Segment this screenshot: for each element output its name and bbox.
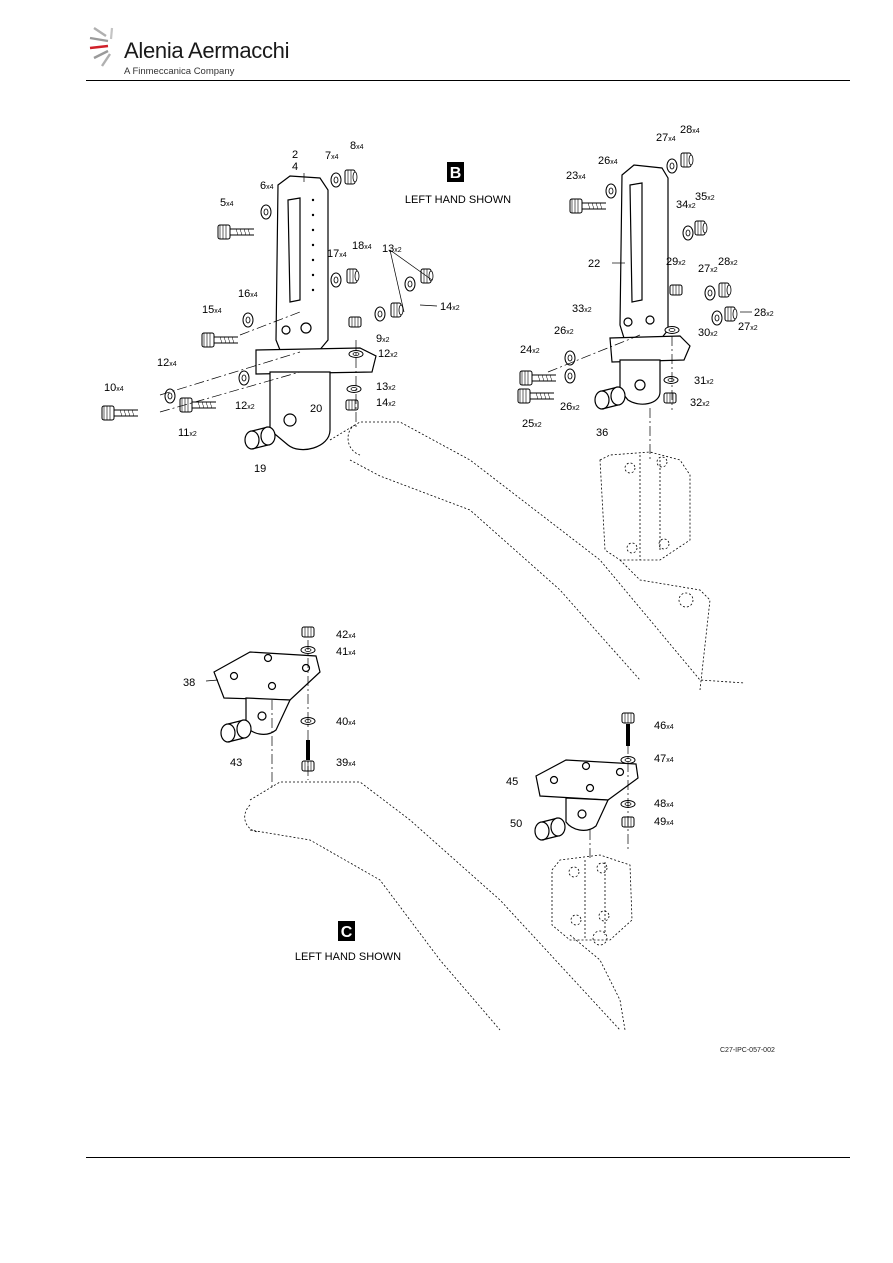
callout: 41x4: [336, 646, 356, 658]
callout: 12x4: [157, 357, 177, 369]
company-tagline: A Finmeccanica Company: [124, 66, 235, 77]
callout: 28x2: [718, 256, 738, 268]
callout: 42x4: [336, 629, 356, 641]
callout: 2: [292, 149, 298, 161]
svg-text:C: C: [341, 924, 353, 941]
callout: 39x4: [336, 757, 356, 769]
callout: 13x2: [382, 243, 402, 255]
callout-labels: 2 4 5x4 6x4 7x4 8x4 9x2 10x4 11x2 12x4 1…: [104, 124, 774, 830]
callout: 28x4: [680, 124, 700, 136]
svg-text:B: B: [450, 165, 462, 182]
callout: 27x2: [698, 263, 718, 275]
callout: 43: [230, 757, 242, 769]
header-rule: [86, 80, 850, 81]
callout: 46x4: [654, 720, 674, 732]
callout: 29x2: [666, 256, 686, 268]
callout: 27x2: [738, 321, 758, 333]
callout: 11x2: [178, 427, 197, 439]
callout: 48x4: [654, 798, 674, 810]
callout: 7x4: [325, 150, 339, 162]
callout: 17x4: [327, 248, 347, 260]
callout-leaders: [205, 173, 752, 682]
fitting-38: [213, 651, 321, 735]
view-c-caption: LEFT HAND SHOWN: [295, 951, 401, 963]
callout: 10x4: [104, 382, 124, 394]
callout: 26x4: [598, 155, 618, 167]
callout: 50: [510, 818, 522, 830]
spar-structure-c: [244, 781, 633, 1031]
callout: 20: [310, 403, 322, 415]
callout: 8x4: [350, 140, 364, 152]
fitting-45: [535, 759, 639, 831]
callout: 4: [292, 161, 298, 173]
callout: 26x2: [560, 401, 580, 413]
callout: 18x4: [352, 240, 372, 252]
callout: 33x2: [572, 303, 592, 315]
callout: 25x2: [522, 418, 542, 430]
callout: 14x2: [376, 397, 396, 409]
drawing-id: C27-IPC-057-002: [720, 1047, 775, 1054]
footer-rule: [86, 1157, 850, 1158]
spar-structure-b: [329, 421, 746, 691]
callout: 38: [183, 677, 195, 689]
callout: 34x2: [676, 199, 696, 211]
view-c-marker: C LEFT HAND SHOWN: [295, 921, 401, 963]
callout: 31x2: [694, 375, 714, 387]
callout: 19: [254, 463, 266, 475]
assembly-lines: [159, 311, 673, 860]
callout: 22: [588, 258, 600, 270]
callout: 45: [506, 776, 518, 788]
callout: 26x2: [554, 325, 574, 337]
callout: 28x2: [754, 307, 774, 319]
view-b-caption: LEFT HAND SHOWN: [405, 194, 511, 206]
bracket-22: [609, 164, 691, 405]
alenia-swoosh-icon: [89, 27, 114, 67]
callout: 35x2: [695, 191, 715, 203]
callout: 12x2: [235, 400, 255, 412]
company-name: Alenia Aermacchi: [124, 38, 290, 63]
callout: 16x4: [238, 288, 258, 300]
view-b-marker: B LEFT HAND SHOWN: [405, 162, 511, 206]
callout: 27x4: [656, 132, 676, 144]
callout: 24x2: [520, 344, 540, 356]
callout: 15x4: [202, 304, 222, 316]
callout: 23x4: [566, 170, 586, 182]
page-header: Alenia Aermacchi A Finmeccanica Company: [0, 0, 893, 82]
callout: 14x2: [440, 301, 460, 313]
callout: 12x2: [378, 348, 398, 360]
callout: 32x2: [690, 397, 710, 409]
callout: 36: [596, 427, 608, 439]
callout: 47x4: [654, 753, 674, 765]
bracket-2-4: [255, 175, 377, 451]
callout: 5x4: [220, 197, 234, 209]
callout: 9x2: [376, 333, 390, 345]
callout: 40x4: [336, 716, 356, 728]
callout: 30x2: [698, 327, 718, 339]
callout: 49x4: [654, 816, 674, 828]
callout: 6x4: [260, 180, 274, 192]
callout: 13x2: [376, 381, 396, 393]
